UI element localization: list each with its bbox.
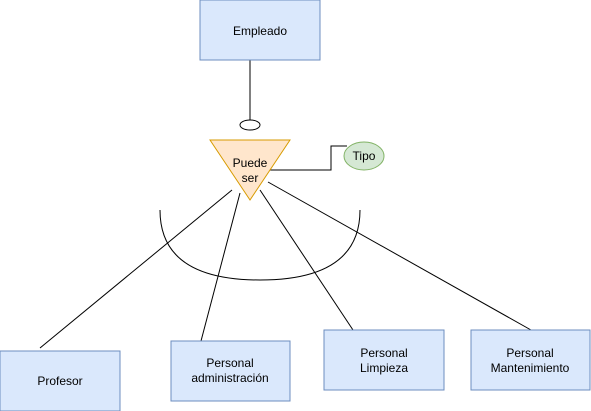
entity-personal-limpieza[interactable]: Personal Limpieza — [323, 329, 445, 391]
entity-personal-mantenimiento[interactable]: Personal Mantenimiento — [470, 329, 591, 391]
entity-empleado[interactable]: Empleado — [199, 0, 321, 61]
entity-label: Profesor — [37, 374, 82, 388]
entity-box — [199, 0, 321, 61]
entity-label-line1: Personal — [360, 346, 407, 360]
attribute-shape — [343, 141, 385, 171]
entity-label-line2: Mantenimiento — [491, 361, 570, 375]
entity-label: Empleado — [233, 24, 287, 38]
tipo-connector — [270, 145, 347, 171]
entity-label-line1: Personal — [506, 346, 553, 360]
specialization-label-line1: Puede — [233, 156, 268, 170]
connector-personal-mantenimiento — [267, 181, 532, 331]
entity-box — [323, 329, 445, 391]
specialization-arc — [159, 209, 361, 281]
connector-personal-limpieza — [259, 189, 354, 331]
entity-label-line1: Personal — [206, 356, 253, 370]
entity-label-line2: Limpieza — [360, 361, 408, 375]
entity-box — [470, 329, 591, 391]
attribute-label: Tipo — [353, 149, 376, 163]
entity-box — [170, 340, 291, 402]
entity-personal-administracion[interactable]: Personal administración — [170, 340, 291, 402]
disjoint-marker — [239, 119, 261, 131]
attribute-tipo[interactable]: Tipo — [343, 141, 385, 171]
entity-label-line2: administración — [191, 371, 268, 385]
triangle-shape — [209, 139, 291, 201]
specialization-triangle[interactable]: Puede ser — [209, 139, 291, 201]
connector-profesor — [39, 189, 233, 349]
entity-profesor[interactable]: Profesor — [0, 350, 121, 411]
connector-personal-admin — [200, 192, 241, 342]
specialization-label-line2: ser — [242, 171, 259, 185]
entity-box — [0, 350, 121, 411]
